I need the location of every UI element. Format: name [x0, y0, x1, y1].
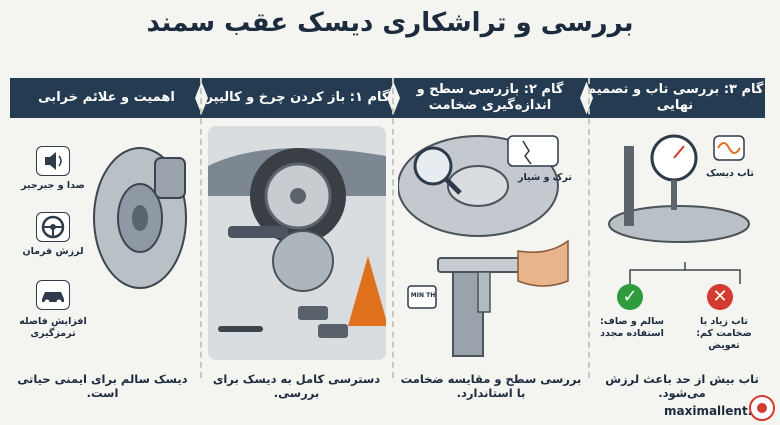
site-url: maximallent.ir — [664, 404, 763, 418]
speaker-icon — [36, 146, 70, 176]
caption-step3: تاب بیش از حد باعث لرزش می‌شود. — [605, 372, 759, 400]
divider-2 — [392, 78, 394, 378]
caption-step2: بررسی سطح و مقایسه ضخامت با استاندارد. — [400, 372, 582, 400]
header-step2-label: گام ۲: بازرسی سطح و اندازه‌گیری ضخامت — [416, 82, 564, 113]
brake-logo-icon — [749, 395, 775, 421]
header-step3: گام ۳: بررسی تاب و تصمیم نهایی — [585, 78, 765, 118]
header-step3-label: گام ۳: بررسی تاب و تصمیم نهایی — [586, 82, 764, 113]
header-step1-label: گام ۱: باز کردن چرخ و کالیپر — [205, 90, 390, 105]
caption-step1: دسترسی کامل به دیسک برای بررسی. — [212, 372, 381, 400]
header-symptoms-label: اهمیت و علائم خرابی — [38, 90, 175, 105]
symptom-label-noise: صدا و جیرجیر — [21, 180, 85, 191]
cross-icon: ✕ — [707, 284, 733, 310]
decision-arrows — [629, 262, 741, 284]
wheel-caliper-removal-illustration — [208, 126, 386, 360]
header-step1: گام ۱: باز کردن چرخ و کالیپر — [200, 78, 395, 118]
runout-dial-gauge-illustration — [608, 134, 750, 243]
car-icon — [36, 280, 70, 310]
brake-disc-caliper-illustration — [93, 147, 187, 289]
decision-ok-label: سالم و صاف: استفاده مجدد — [599, 316, 665, 339]
surface-thickness-inspection-illustration — [398, 135, 569, 357]
check-icon: ✓ — [617, 284, 643, 310]
decision-replace-label: تاب زیاد یا ضخامت کم: تعویض — [696, 316, 752, 351]
divider-1 — [200, 78, 202, 378]
page-title: بررسی و تراشکاری دیسک عقب سمند — [146, 8, 634, 38]
divider-3 — [588, 78, 590, 378]
header-step2: گام ۲: بازرسی سطح و اندازه‌گیری ضخامت — [392, 78, 588, 118]
min-thickness-label: MIN TH — [410, 292, 436, 299]
symptom-label-stopping-distance: افزایش فاصله ترمزگیری — [19, 316, 87, 339]
runout-label: تاب دیسک — [706, 168, 754, 179]
steering-wheel-icon — [36, 212, 70, 242]
caption-symptoms: دیسک سالم برای ایمنی حیاتی است. — [17, 372, 188, 400]
header-symptoms: اهمیت و علائم خرابی — [10, 78, 203, 118]
symptom-label-vibration: لرزش فرمان — [22, 246, 84, 257]
crack-label: ترک و شیار — [518, 172, 572, 183]
